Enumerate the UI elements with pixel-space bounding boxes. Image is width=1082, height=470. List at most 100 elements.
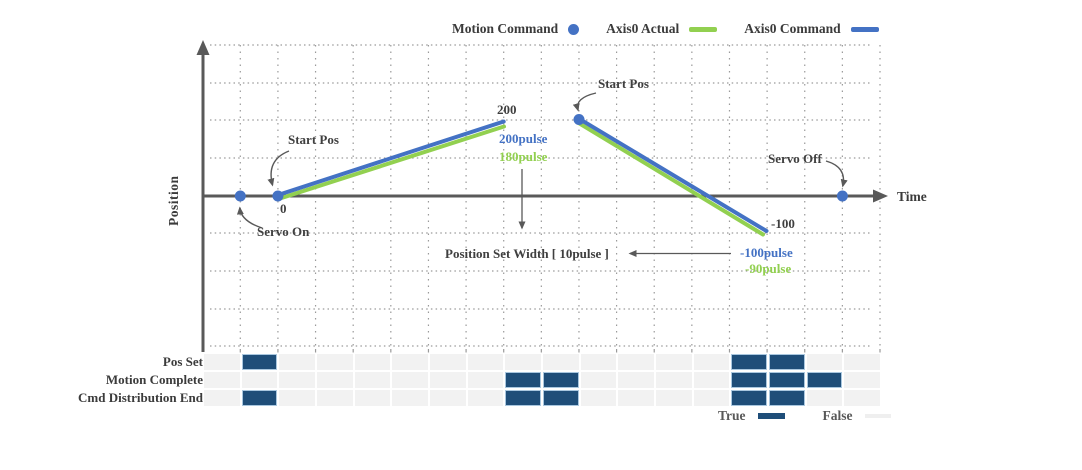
legend-item-axis0-actual: Axis0 Actual bbox=[606, 21, 718, 37]
signal-cell-true bbox=[769, 390, 805, 406]
signal-cell-false bbox=[392, 390, 429, 406]
signal-cell-false bbox=[204, 390, 240, 406]
start-pos-label-1: Start Pos bbox=[288, 132, 339, 147]
signal-cell-false bbox=[693, 372, 730, 388]
signal-cell-false bbox=[392, 354, 429, 370]
legend-label: Axis0 Actual bbox=[606, 21, 680, 36]
signal-cell-false bbox=[354, 354, 391, 370]
servo-off-arrow bbox=[825, 160, 848, 188]
signal-cell-false bbox=[467, 390, 504, 406]
signal-cell-false bbox=[580, 372, 617, 388]
signal-cell-true bbox=[505, 372, 542, 388]
signal-cell-true bbox=[806, 372, 843, 388]
signal-row-label-pos-set: Pos Set bbox=[162, 354, 203, 369]
signal-cell-false bbox=[354, 390, 391, 406]
peak-command-pulse-label: 200pulse bbox=[499, 131, 548, 146]
signal-cell-false bbox=[806, 390, 843, 406]
signal-row-label-motion-complete: Motion Complete bbox=[105, 372, 203, 387]
signal-cell-false bbox=[317, 390, 353, 406]
signal-cell-true bbox=[543, 372, 579, 388]
signal-cell-false bbox=[354, 372, 391, 388]
signal-cell-false bbox=[844, 390, 881, 406]
valley-actual-pulse-label: -90pulse bbox=[745, 261, 792, 276]
signal-cell-false bbox=[505, 354, 542, 370]
y-axis-arrowhead bbox=[196, 40, 210, 55]
signal-legend: True False bbox=[718, 407, 891, 425]
signal-cell-false bbox=[430, 354, 466, 370]
signal-cell-true bbox=[505, 390, 542, 406]
signal-row-label-cmd-distribution-end: Cmd Distribution End bbox=[78, 390, 203, 405]
peak-value-label: 200 bbox=[497, 102, 517, 117]
legend-item-motion-command: Motion Command bbox=[452, 21, 580, 37]
true-label: True bbox=[718, 408, 746, 423]
legend-label: Motion Command bbox=[452, 21, 559, 36]
signal-cell-false bbox=[806, 354, 843, 370]
valley-value-label: -100 bbox=[771, 216, 795, 231]
signal-cell-false bbox=[317, 372, 353, 388]
signal-cell-false bbox=[844, 354, 881, 370]
signal-track-cmd-distribution-end bbox=[204, 390, 881, 406]
axis0-actual-line-move1 bbox=[278, 124, 506, 201]
axis0-command-line-move1 bbox=[276, 119, 506, 197]
signal-cell-true bbox=[769, 372, 805, 388]
signal-cell-false bbox=[580, 354, 617, 370]
signal-cell-true bbox=[769, 354, 805, 370]
signal-cell-false bbox=[693, 390, 730, 406]
signal-cell-false bbox=[618, 354, 655, 370]
servo-on-label: Servo On bbox=[257, 224, 310, 239]
servo-off-dot bbox=[836, 190, 848, 202]
signal-cell-false bbox=[656, 354, 692, 370]
signal-cell-true bbox=[731, 372, 768, 388]
signal-cell-false bbox=[618, 372, 655, 388]
signal-cell-false bbox=[656, 390, 692, 406]
signal-cell-false bbox=[392, 372, 429, 388]
start-pos-arrow-1 bbox=[267, 150, 290, 187]
signal-cell-false bbox=[204, 354, 240, 370]
peak-actual-pulse-label: 180pulse bbox=[499, 149, 548, 164]
origin-value-label: 0 bbox=[280, 201, 287, 216]
signal-cell-true bbox=[731, 354, 768, 370]
axis0-command-line-icon bbox=[850, 26, 879, 32]
servo-on-arrow bbox=[236, 206, 263, 229]
axis0-command-line-move2 bbox=[577, 117, 769, 233]
signal-cell-true bbox=[241, 390, 278, 406]
legend-item-axis0-command: Axis0 Command bbox=[744, 21, 879, 37]
signal-cell-false bbox=[543, 354, 579, 370]
signal-cell-false bbox=[241, 372, 278, 388]
gridline-ticks bbox=[239, 349, 881, 353]
axis0-actual-line-move2 bbox=[575, 120, 765, 237]
signal-cell-false bbox=[656, 372, 692, 388]
signal-cell-false bbox=[580, 390, 617, 406]
valley-command-pulse-label: -100pulse bbox=[740, 245, 793, 260]
legend-label: Axis0 Command bbox=[744, 21, 841, 36]
signal-track-pos-set bbox=[204, 354, 881, 370]
servo-off-label: Servo Off bbox=[768, 151, 822, 166]
signal-cell-false bbox=[844, 372, 881, 388]
signal-cell-false bbox=[430, 390, 466, 406]
chart-legend: Motion Command Axis0 Actual Axis0 Comman… bbox=[452, 19, 879, 39]
false-swatch-icon bbox=[864, 414, 891, 418]
signal-track-motion-complete bbox=[204, 372, 881, 388]
signal-cell-false bbox=[279, 390, 316, 406]
signal-cell-false bbox=[430, 372, 466, 388]
start-pos-label-2: Start Pos bbox=[598, 76, 649, 91]
signal-cell-false bbox=[467, 354, 504, 370]
start-pos-dot-1 bbox=[272, 190, 284, 202]
position-set-width-label: Position Set Width [ 10pulse ] bbox=[445, 246, 609, 261]
signal-cell-false bbox=[693, 354, 730, 370]
start-pos-arrow-2 bbox=[572, 92, 597, 112]
true-swatch-icon bbox=[757, 413, 785, 419]
y-axis-title: Position bbox=[166, 175, 181, 226]
signal-cell-true bbox=[731, 390, 768, 406]
servo-on-dot bbox=[234, 190, 246, 202]
signal-cell-false bbox=[618, 390, 655, 406]
signal-cell-false bbox=[279, 372, 316, 388]
signal-cell-false bbox=[279, 354, 316, 370]
signal-cell-false bbox=[204, 372, 240, 388]
start-pos-dot-2 bbox=[573, 114, 585, 125]
signal-cell-false bbox=[317, 354, 353, 370]
axis0-actual-line-icon bbox=[689, 26, 718, 32]
signal-cell-false bbox=[467, 372, 504, 388]
